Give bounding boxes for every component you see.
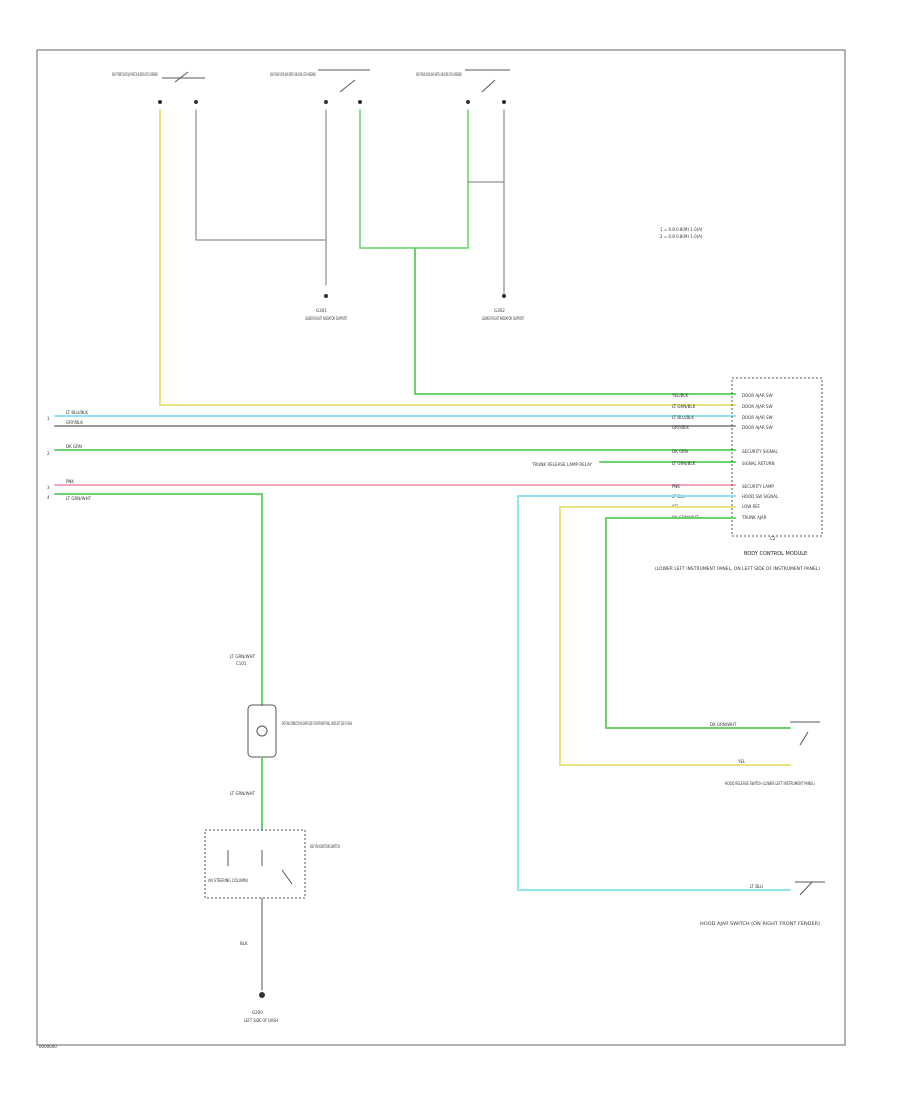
bcm-pin-7-label: SIGNAL RETURN bbox=[742, 461, 775, 466]
ignition-switch-label: KEY IN IGNITION SWITCH bbox=[310, 844, 340, 849]
bcm-title: BODY CONTROL MODULE bbox=[744, 551, 807, 557]
hood-switch-label: HOOD AJAR SWITCH (ON RIGHT FRONT FENDER) bbox=[700, 921, 821, 926]
top-switch-3: RIGHT REAR DOOR AJAR SWITCH (IN DOOR LAT… bbox=[416, 69, 510, 104]
bcm-pin-2-label: DOOR AJAR SW bbox=[742, 404, 773, 409]
bcm-pin-2-wire: LT GRN/BLK bbox=[672, 404, 696, 409]
legend-line-2: 2 = 0.8 0.8(M) 1.0(A) bbox=[660, 234, 703, 239]
bcm-pin-6-wire: DK GRN bbox=[672, 449, 688, 454]
splice-label-3: BLK bbox=[240, 941, 248, 946]
relay-box: C101 DATA LINK CONNECTOR (IN DRIVER SIDE… bbox=[230, 654, 352, 758]
bcm-pin-7-wire: LT GRN/BLK bbox=[672, 461, 696, 466]
bcm-pin-9-wire: PNK bbox=[672, 484, 680, 489]
bcm-pin-1-wire: YEL/BLK bbox=[671, 393, 689, 398]
ground-g302: G302 LOWER RIGHT RADIATOR SUPPORT bbox=[482, 294, 524, 321]
left-wire-ref-1: 1 bbox=[47, 416, 50, 421]
hood-switch: LT BLU HOOD AJAR SWITCH (ON RIGHT FRONT … bbox=[700, 881, 825, 926]
footer-code: 0000000 bbox=[39, 1044, 57, 1049]
left-wire-label-3: DK GRN bbox=[66, 444, 82, 449]
bcm-pin-11-label: LOW REF bbox=[742, 504, 761, 509]
top-switch-2: RIGHT REAR DOOR AJAR SWITCH (IN DOOR LAT… bbox=[270, 69, 370, 104]
bcm-pin-6-label: SECURITY SIGNAL bbox=[742, 449, 778, 454]
ground-g301: G301 LOWER RIGHT RADIATOR SUPPORT bbox=[305, 294, 347, 321]
bcm-pin-4-wire: GRY/BLK bbox=[672, 425, 689, 430]
trunk-switch: DK GRN/WHT YEL HOOD RELEASE SWITCH (LOWE… bbox=[710, 721, 820, 786]
relay-code: C101 bbox=[236, 661, 247, 666]
ground-g301-code: G301 bbox=[316, 308, 327, 313]
bcm-pin-3-label: DOOR AJAR SW bbox=[742, 415, 773, 420]
ground-g302-code: G302 bbox=[494, 308, 505, 313]
bcm-pin-9-label: SECURITY LAMP bbox=[742, 484, 774, 489]
splice-label-1: LT GRN/WHT bbox=[230, 654, 256, 659]
left-wire-label-5: LT GRN/WHT bbox=[66, 496, 92, 501]
bcm-pin-10-label: HOOD SW SIGNAL bbox=[742, 494, 779, 499]
left-wire-label-2: GRY/BLK bbox=[66, 420, 83, 425]
bottom-ground: G200 LEFT SIDE OF DASH bbox=[244, 992, 278, 1023]
top-switch-1-label: RIGHT FRONT DOOR AJAR SWITCH (IN DOOR LA… bbox=[112, 72, 158, 77]
trunk-switch-label: HOOD RELEASE SWITCH (LOWER LEFT INSTRUME… bbox=[725, 781, 815, 786]
ground-g302-label: LOWER RIGHT RADIATOR SUPPORT bbox=[482, 316, 524, 321]
bcm-pin-3-wire: LT BLU/BLK bbox=[672, 415, 694, 420]
left-wire-ref-4: 4 bbox=[47, 495, 50, 500]
legend-line-1: 1 = 0.8 0.8(M) 1.0(A) bbox=[660, 227, 703, 232]
left-wire-ref-3: 3 bbox=[47, 485, 50, 490]
trunk-switch-wire-2: YEL bbox=[737, 759, 746, 764]
diagram-frame bbox=[36, 49, 846, 1046]
top-switch-2-label: RIGHT REAR DOOR AJAR SWITCH (IN DOOR LAT… bbox=[270, 72, 316, 77]
top-switch-3-label: RIGHT REAR DOOR AJAR SWITCH (IN DOOR LAT… bbox=[416, 72, 462, 77]
bcm-subtitle: (LOWER LEFT INSTRUMENT PANEL, ON LEFT SI… bbox=[655, 566, 820, 571]
splice-label-2: LT GRN/WHT bbox=[230, 791, 256, 796]
bcm-pin-12-label: TRUNK AJAR bbox=[741, 515, 767, 520]
ignition-switch-sublabel: (IN STEERING COLUMN) bbox=[208, 878, 248, 883]
left-wire-label-1: LT BLU/BLK bbox=[66, 410, 88, 415]
left-wire-ref-2: 2 bbox=[47, 451, 50, 456]
relay-label: DATA LINK CONNECTOR (IN DRIVER SIDE OF I… bbox=[282, 721, 352, 726]
hood-switch-wire: LT BLU bbox=[750, 884, 763, 889]
ground-g301-label: LOWER RIGHT RADIATOR SUPPORT bbox=[305, 316, 347, 321]
bcm-pin-4-label: DOOR AJAR SW bbox=[742, 425, 773, 430]
trunk-switch-wire-1: DK GRN/WHT bbox=[710, 722, 737, 727]
bcm-connector-code: C2 bbox=[770, 536, 776, 541]
bcm-module: C2 DOOR AJAR SW DOOR AJAR SW DOOR AJAR S… bbox=[655, 377, 823, 571]
left-wire-label-4: PNK bbox=[66, 479, 74, 484]
top-switch-1: RIGHT FRONT DOOR AJAR SWITCH (IN DOOR LA… bbox=[112, 71, 205, 104]
bcm-pin-1-label: DOOR AJAR SW bbox=[742, 393, 773, 398]
bottom-ground-label: LEFT SIDE OF DASH bbox=[244, 1018, 278, 1023]
ground-plane-note: TRUNK RELEASE LAMP RELAY bbox=[531, 462, 593, 467]
bottom-ground-code: G200 bbox=[252, 1010, 263, 1015]
ignition-switch: KEY IN IGNITION SWITCH (IN STEERING COLU… bbox=[204, 829, 340, 899]
